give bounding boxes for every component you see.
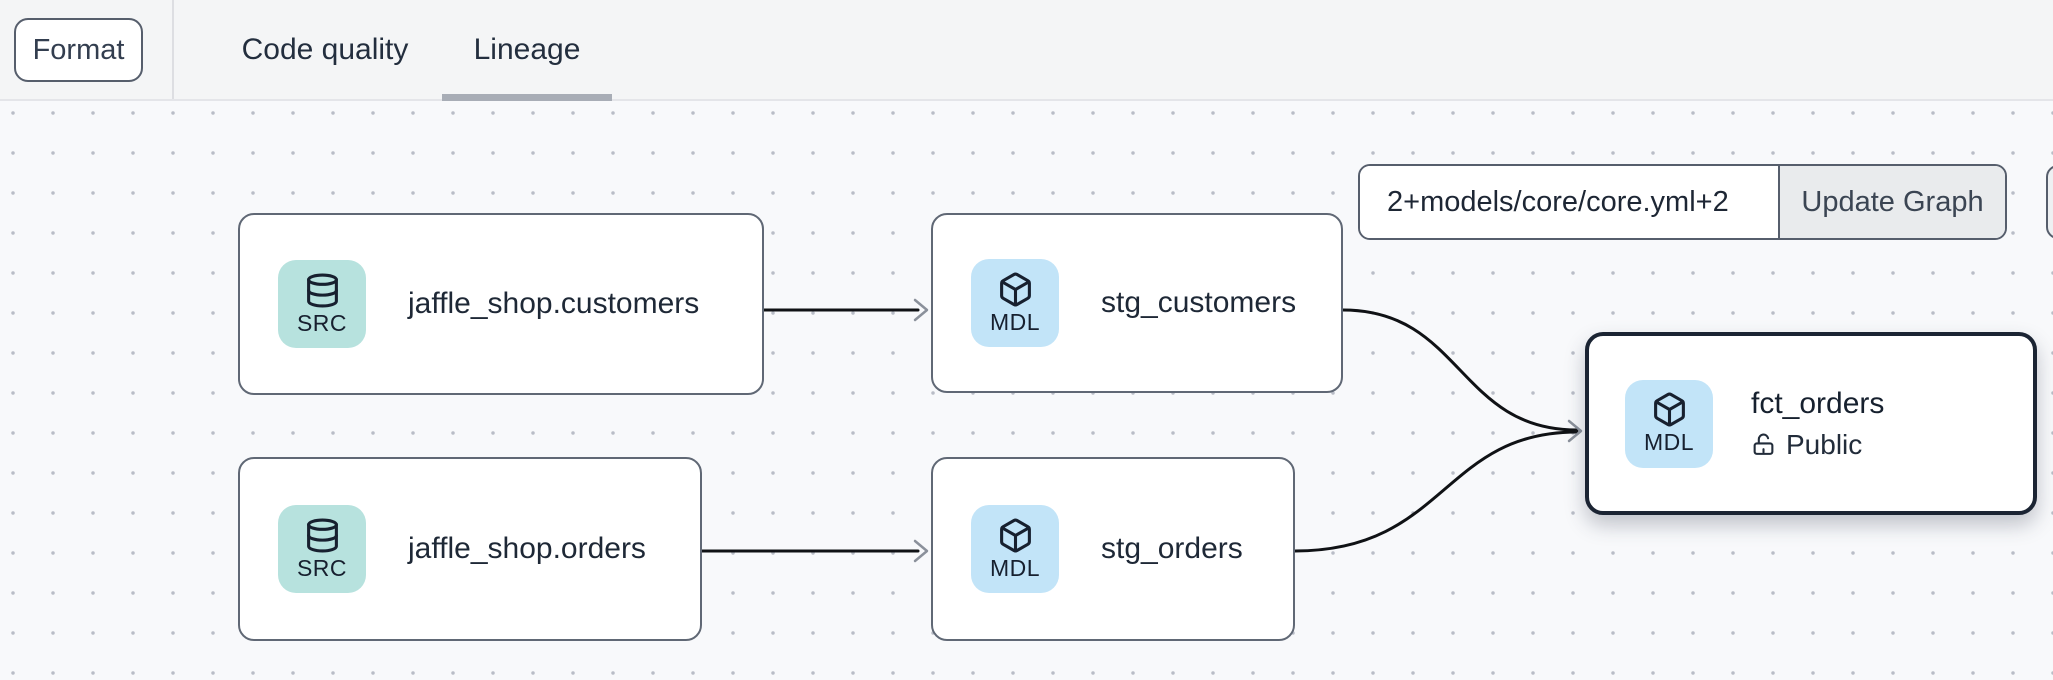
- active-tab-underline: [442, 94, 612, 101]
- badge-label: MDL: [1643, 429, 1695, 455]
- lock-open-icon: [1753, 433, 1774, 455]
- graph-selector-input[interactable]: [1360, 166, 1778, 238]
- badge-label: SRC: [296, 554, 348, 581]
- badge-label: SRC: [296, 309, 348, 336]
- toolbar-divider: [172, 0, 174, 99]
- tab-code-quality[interactable]: Code quality: [241, 32, 409, 66]
- access-row: Public: [1751, 429, 1884, 461]
- update-graph-button[interactable]: Update Graph: [1778, 166, 2005, 238]
- cube-icon: [1653, 392, 1685, 427]
- node-text: fct_orders Public: [1751, 387, 1884, 461]
- badge-label: MDL: [989, 554, 1041, 581]
- node-label: jaffle_shop.orders: [408, 532, 646, 565]
- tab-lineage[interactable]: Lineage: [473, 32, 581, 66]
- node-stg-customers[interactable]: MDL stg_customers: [931, 213, 1343, 393]
- badge-label: MDL: [989, 308, 1041, 335]
- clipped-edge-button[interactable]: [2046, 165, 2053, 239]
- access-label: Public: [1786, 428, 1863, 460]
- graph-selector-group: Update Graph: [1358, 164, 2007, 240]
- node-jaffle-shop-orders[interactable]: SRC jaffle_shop.orders: [238, 457, 702, 641]
- node-label: stg_orders: [1101, 532, 1243, 565]
- model-badge: MDL: [1625, 379, 1713, 468]
- node-fct-orders[interactable]: MDL fct_orders Public: [1585, 332, 2037, 515]
- model-badge: MDL: [971, 505, 1059, 593]
- source-badge: SRC: [278, 260, 366, 348]
- cube-icon: [999, 518, 1031, 552]
- node-label: fct_orders: [1751, 386, 1885, 420]
- top-toolbar: Format Code quality Lineage: [0, 0, 2053, 101]
- model-badge: MDL: [971, 259, 1059, 347]
- node-label: stg_customers: [1101, 286, 1297, 319]
- database-icon: [306, 273, 338, 307]
- format-button[interactable]: Format: [14, 18, 143, 82]
- cube-icon: [999, 272, 1031, 306]
- source-badge: SRC: [278, 505, 366, 593]
- node-label: jaffle_shop.customers: [408, 287, 700, 320]
- database-icon: [306, 518, 338, 552]
- node-jaffle-shop-customers[interactable]: SRC jaffle_shop.customers: [238, 213, 764, 395]
- node-stg-orders[interactable]: MDL stg_orders: [931, 457, 1295, 641]
